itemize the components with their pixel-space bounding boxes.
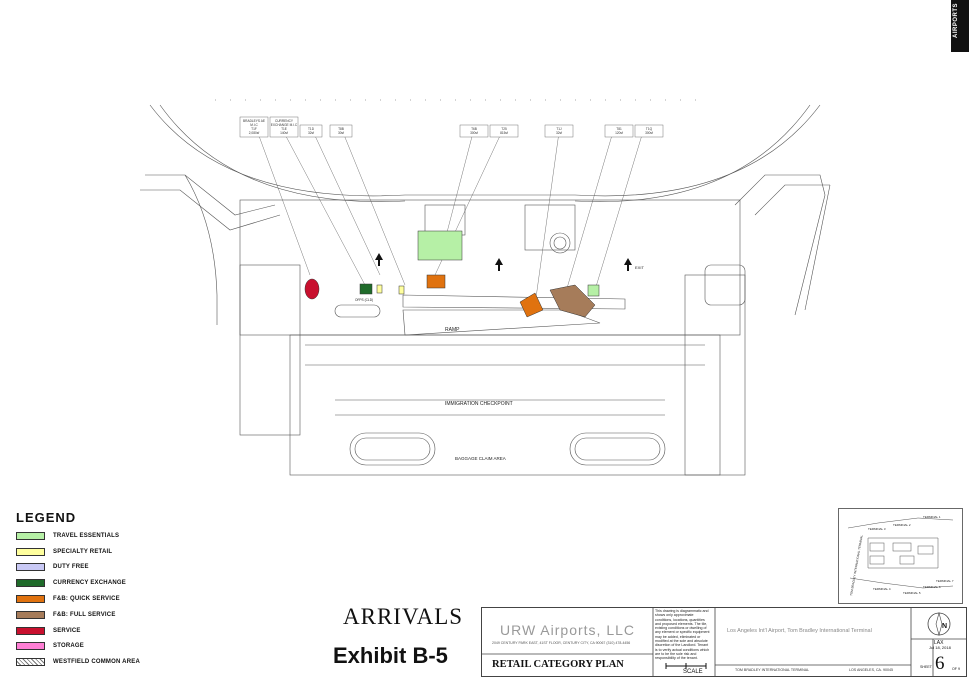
- legend-swatch: [16, 547, 45, 556]
- callout-2-line4: 140sf: [280, 131, 288, 135]
- legend-label: TRAVEL ESSENTIALS: [53, 532, 120, 539]
- north-label: N: [942, 623, 948, 630]
- sheet-number: 6: [935, 653, 945, 674]
- company-address: 2049 CENTURY PARK EAST, 41ST FLOOR, CENT…: [492, 641, 631, 645]
- callout-9-line3: T1Q: [646, 127, 653, 131]
- callout-1-line4: 2,080sf: [249, 131, 260, 135]
- legend-item: DUTY FREE: [16, 560, 140, 576]
- title-block: [481, 607, 967, 677]
- legend-title: LEGEND: [16, 510, 77, 525]
- legend-item: F&B: FULL SERVICE: [16, 607, 140, 623]
- legend-label: F&B: QUICK SERVICE: [53, 596, 120, 603]
- specialty-retail-kiosk-2: [398, 285, 405, 295]
- legend-item: WESTFIELD COMMON AREA: [16, 654, 140, 670]
- title-block-lines: [481, 607, 967, 677]
- callout-1-line3: T1F: [251, 127, 257, 131]
- callout-6-line4: 815sf: [500, 131, 508, 135]
- exit-arrow-1: [375, 253, 383, 260]
- ofps-label: OFPS (CLD): [355, 298, 373, 302]
- exhibit-title: Exhibit B-5: [333, 643, 448, 668]
- legend-item: SPECIALTY RETAIL: [16, 544, 140, 560]
- service-area: [304, 278, 320, 300]
- legend-label: STORAGE: [53, 643, 84, 650]
- key-plan: TERMINAL 1 TERMINAL 2 TERMINAL 3 TOM BRA…: [838, 508, 963, 604]
- sheet-total: OF 9: [952, 667, 960, 671]
- lax-label: LAX: [934, 640, 944, 646]
- key-plan-label-3: TERMINAL 3: [868, 527, 886, 531]
- key-plan-label-8: TERMINAL 7: [936, 579, 954, 583]
- legend-swatch: [16, 531, 45, 540]
- callout-3-line4: 32sf: [308, 131, 314, 135]
- quick-service-area-2: [519, 292, 544, 318]
- callout-2-line3: T1E: [281, 127, 287, 131]
- side-tab-label: AIRPORTS: [953, 2, 959, 38]
- legend-label: DUTY FREE: [53, 564, 89, 571]
- travel-essentials-area-1: [417, 230, 463, 261]
- legend-item: TRAVEL ESSENTIALS: [16, 528, 140, 544]
- legend-item: CURRENCY EXCHANGE: [16, 575, 140, 591]
- legend-label: WESTFIELD COMMON AREA: [53, 659, 140, 666]
- key-plan-label-1: TERMINAL 1: [923, 515, 941, 519]
- callout-2-line2: EXCHANGE M.I.C: [271, 123, 298, 127]
- project-name: Los Angeles Int'l Airport, Tom Bradley I…: [727, 628, 872, 634]
- exit-arrow-2: [495, 258, 503, 265]
- callout-3-line3: T1D: [308, 127, 315, 131]
- side-tab: AIRPORTS: [951, 0, 969, 52]
- scale-label: SCALE: [683, 669, 703, 675]
- callout-2-line1: CURRENCY: [275, 119, 294, 123]
- legend-label: CURRENCY EXCHANGE: [53, 580, 126, 587]
- key-plan-label-5: TERMINAL 4: [873, 587, 891, 591]
- terminal-subtitle: TOM BRADLEY INTERNATIONAL TERMINAL: [735, 668, 810, 672]
- legend-swatch: [16, 642, 45, 651]
- callout-6-line3: T25: [501, 127, 507, 131]
- callout-1-line2: M.I.C: [250, 123, 258, 127]
- date-label: Jul 18, 2018: [929, 645, 951, 650]
- legend-list: TRAVEL ESSENTIALS SPECIALTY RETAIL DUTY FR…: [16, 528, 140, 670]
- floor-plan: BRADLEYS AE M.I.C T1F 2,080sf CURRENCY E…: [140, 99, 831, 476]
- key-plan-label-2: TERMINAL 2: [893, 523, 911, 527]
- immigration-label: IMMIGRATION CHECKPOINT: [445, 401, 513, 407]
- callout-7-line3: T1J: [556, 127, 562, 131]
- callout-1-line1: BRADLEYS AE: [243, 119, 265, 123]
- callout-8-line4: 120sf: [615, 131, 623, 135]
- location-subtitle: LOS ANGELES, CA. 90045: [849, 668, 893, 672]
- specialty-retail-kiosk-1: [376, 284, 383, 294]
- key-plan-label-7: TERMINAL 6: [923, 585, 941, 589]
- sheet-label: SHEET: [920, 665, 932, 669]
- callout-5-line3: T6B: [471, 127, 477, 131]
- callout-4-line3: T8B: [338, 127, 344, 131]
- arrivals-title: ARRIVALS: [343, 604, 464, 629]
- callout-8-line3: T81: [616, 127, 622, 131]
- legend-swatch: [16, 563, 45, 572]
- plan-title: RETAIL CATEGORY PLAN: [492, 659, 624, 670]
- legend-label: SPECIALTY RETAIL: [53, 548, 113, 555]
- callout-7-line4: 32sf: [556, 131, 562, 135]
- disclaimer: This drawing is diagrammatic and shows o…: [655, 609, 710, 661]
- quick-service-area-1: [426, 274, 446, 289]
- legend-label: SERVICE: [53, 627, 81, 634]
- callout-5-line4: 300sf: [470, 131, 478, 135]
- legend-swatch: [16, 595, 45, 604]
- travel-essentials-area-2: [587, 284, 600, 297]
- legend-item: STORAGE: [16, 639, 140, 655]
- baggage-claim-label: BAGGAGE CLAIM AREA: [455, 456, 506, 461]
- callout-4-line4: 30sf: [338, 131, 344, 135]
- legend-item: SERVICE: [16, 623, 140, 639]
- currency-exchange-kiosk: [359, 283, 373, 295]
- legend-swatch: [16, 626, 45, 635]
- exit-arrow-3: [624, 258, 632, 265]
- full-service-area: [549, 284, 596, 318]
- callout-9-line4: 300sf: [645, 131, 653, 135]
- ramp-label: RAMP: [445, 327, 460, 333]
- legend-label: F&B: FULL SERVICE: [53, 611, 116, 618]
- legend-item: F&B: QUICK SERVICE: [16, 591, 140, 607]
- legend-swatch: [16, 610, 45, 619]
- legend-swatch: [16, 658, 45, 667]
- legend-swatch: [16, 579, 45, 588]
- key-plan-label-6: TERMINAL 5: [903, 591, 921, 595]
- exit-label: EXIT: [635, 265, 644, 270]
- company-name: URW Airports, LLC: [500, 622, 635, 638]
